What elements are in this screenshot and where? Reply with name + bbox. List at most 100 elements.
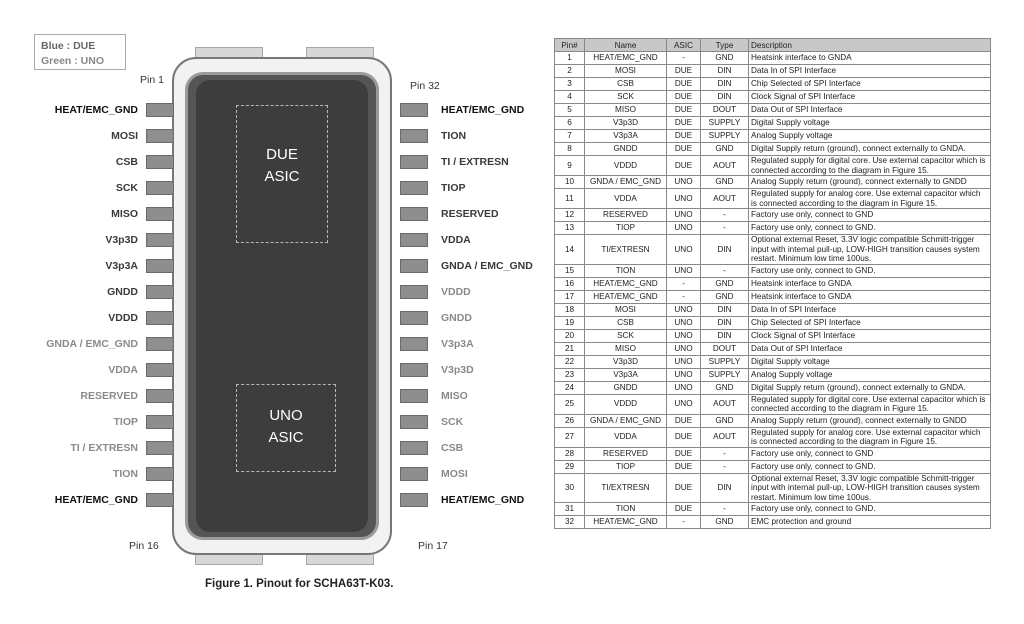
pin-name-cell: MISO bbox=[584, 103, 667, 117]
pin-number-cell: 31 bbox=[554, 502, 585, 516]
right-pin-pad bbox=[400, 467, 428, 481]
pin-asic-cell: DUE bbox=[666, 446, 701, 461]
right-pin-pad bbox=[400, 103, 428, 117]
pin32-label: Pin 32 bbox=[410, 80, 440, 92]
pin-name-cell: TIOP bbox=[584, 459, 667, 474]
pin-name-cell: TI/EXTRESN bbox=[584, 234, 667, 265]
pin-type-cell: GND bbox=[700, 515, 749, 529]
pin-type-cell: GND bbox=[700, 380, 749, 395]
left-pin-pad bbox=[146, 337, 174, 351]
pin-description-cell: Digital Supply voltage bbox=[748, 116, 991, 130]
left-pin-label: GNDD bbox=[107, 286, 138, 298]
left-pin-label: SCK bbox=[115, 182, 138, 194]
left-pin-label: RESERVED bbox=[80, 390, 138, 402]
pin-type-cell: DOUT bbox=[700, 103, 749, 117]
pin-description-cell: Chip Selected of SPI Interface bbox=[748, 315, 991, 330]
left-pin-label: TION bbox=[112, 468, 138, 480]
pin-description-cell: Factory use only, connect to GND bbox=[748, 208, 991, 222]
pin-name-cell: MISO bbox=[584, 341, 667, 356]
right-pin-pad bbox=[400, 311, 428, 325]
right-pin-label: RESERVED bbox=[441, 208, 499, 220]
pin-number-cell: 9 bbox=[554, 155, 585, 176]
pin-type-cell: DIN bbox=[700, 234, 749, 265]
pin-description-cell: Data Out of SPI Interface bbox=[748, 341, 991, 356]
left-pin-pad bbox=[146, 389, 174, 403]
pin-number-cell: 26 bbox=[554, 413, 585, 428]
pin-name-cell: SCK bbox=[584, 90, 667, 104]
right-pin-label: GNDA / EMC_GND bbox=[441, 260, 533, 272]
pin-name-cell: CSB bbox=[584, 315, 667, 330]
right-pin-label: SCK bbox=[441, 416, 464, 428]
pin-description-cell: Factory use only, connect to GND. bbox=[748, 221, 991, 235]
pin-name-cell: GNDD bbox=[584, 142, 667, 156]
right-pin-pad bbox=[400, 285, 428, 299]
pin-name-cell: TION bbox=[584, 263, 667, 278]
pin-number-cell: 14 bbox=[554, 234, 585, 265]
pin-name-cell: TION bbox=[584, 502, 667, 516]
pin-asic-cell: DUE bbox=[666, 129, 701, 143]
left-pin-label: TIOP bbox=[113, 416, 138, 428]
left-pin-pad bbox=[146, 207, 174, 221]
pin-description-cell: Factory use only, connect to GND bbox=[748, 446, 991, 461]
pin-name-cell: V3p3D bbox=[584, 116, 667, 130]
pin-name-cell: MOSI bbox=[584, 302, 667, 317]
pin1-label: Pin 1 bbox=[140, 74, 164, 86]
pin16-label: Pin 16 bbox=[129, 540, 159, 552]
pin-number-cell: 8 bbox=[554, 142, 585, 156]
pin-number-cell: 18 bbox=[554, 302, 585, 317]
right-pin-pad bbox=[400, 363, 428, 377]
pin-description-cell: Optional external Reset, 3.3V logic comp… bbox=[748, 234, 991, 265]
pin-asic-cell: DUE bbox=[666, 103, 701, 117]
pin-description-cell: Analog Supply voltage bbox=[748, 129, 991, 143]
pin-description-cell: Optional external Reset, 3.3V logic comp… bbox=[748, 472, 991, 503]
due-asic-name: DUE bbox=[266, 146, 298, 163]
pin-number-cell: 21 bbox=[554, 341, 585, 356]
pin-description-cell: Digital Supply return (ground), connect … bbox=[748, 142, 991, 156]
pin-type-cell: DIN bbox=[700, 77, 749, 91]
pin-description-cell: Data In of SPI Interface bbox=[748, 302, 991, 317]
right-pin-label: TION bbox=[441, 130, 467, 142]
pin-name-cell: HEAT/EMC_GND bbox=[584, 276, 667, 291]
pin-name-cell: HEAT/EMC_GND bbox=[584, 51, 667, 65]
due-asic-word: ASIC bbox=[264, 168, 300, 185]
pin-name-cell: TIOP bbox=[584, 221, 667, 235]
pin-description-cell: Heatsink interface to GNDA bbox=[748, 51, 991, 65]
chip-body bbox=[196, 80, 368, 532]
legend-uno: Green : UNO bbox=[41, 55, 105, 67]
pin-type-cell: DIN bbox=[700, 315, 749, 330]
pin-number-cell: 32 bbox=[554, 515, 585, 529]
pin-type-cell: DIN bbox=[700, 64, 749, 78]
pin-asic-cell: UNO bbox=[666, 328, 701, 343]
pin-name-cell: MOSI bbox=[584, 64, 667, 78]
pin-asic-cell: UNO bbox=[666, 315, 701, 330]
pin-asic-cell: DUE bbox=[666, 413, 701, 428]
pin-name-cell: V3p3A bbox=[584, 367, 667, 382]
right-pin-pad bbox=[400, 233, 428, 247]
pin-description-cell: Regulated supply for analog core. Use ex… bbox=[748, 426, 991, 448]
pin-number-cell: 2 bbox=[554, 64, 585, 78]
right-pin-label: HEAT/EMC_GND bbox=[441, 494, 525, 506]
pin-description-cell: Analog Supply return (ground), connect e… bbox=[748, 175, 991, 189]
left-pin-pad bbox=[146, 363, 174, 377]
pin-description-cell: Digital Supply voltage bbox=[748, 354, 991, 369]
pin-asic-cell: DUE bbox=[666, 426, 701, 448]
pin-type-cell: DIN bbox=[700, 328, 749, 343]
left-pin-label: VDDD bbox=[108, 312, 138, 324]
left-pin-label: GNDA / EMC_GND bbox=[46, 338, 138, 350]
left-pin-pad bbox=[146, 493, 174, 507]
pin-type-cell: - bbox=[700, 459, 749, 474]
right-pin-label: TI / EXTRESN bbox=[441, 156, 509, 168]
pin-number-cell: 10 bbox=[554, 175, 585, 189]
pin-asic-cell: DUE bbox=[666, 472, 701, 503]
pin-number-cell: 1 bbox=[554, 51, 585, 65]
pin-asic-cell: UNO bbox=[666, 341, 701, 356]
